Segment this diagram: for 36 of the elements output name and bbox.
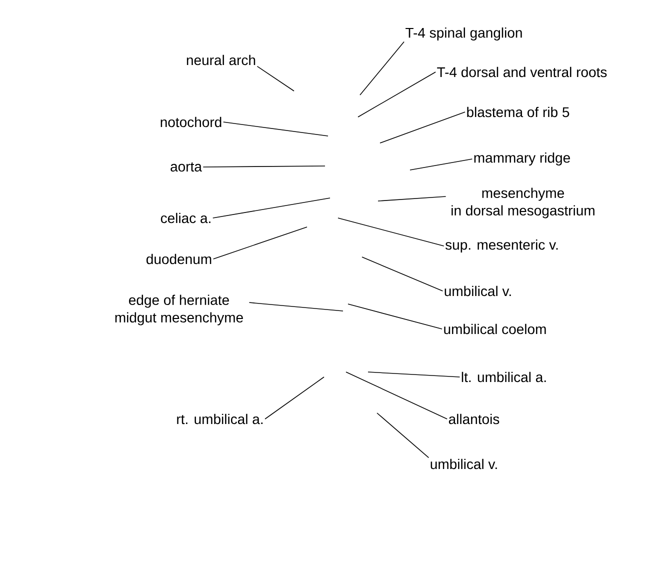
label: sup. mesenteric v. [445,239,558,253]
label: mesenchyme in dorsal mesogastrium [452,188,594,218]
label: rt. umbilical a. [177,414,263,424]
label: blastema of rib 5 [467,106,570,118]
leader-line [338,218,444,246]
leader-line [346,372,448,420]
leader-line [360,41,404,96]
label: mammary ridge [474,152,570,166]
label: umbilical v. [430,458,497,470]
leader-line [256,66,294,92]
leader-line [212,198,330,218]
leader-line [212,226,308,260]
leader-line [202,166,326,168]
leader-line [248,302,344,312]
leader-line [380,112,466,144]
label: umbilical v. [444,286,511,296]
leader-line [362,256,444,292]
label: umbilical coelom [444,324,546,334]
leader-line [368,372,460,378]
leader-line [376,412,430,458]
leader-line [378,196,446,202]
label: neural arch [186,54,256,66]
label: lt. umbilical a. [462,372,546,382]
label: duodenum [146,254,212,264]
label: T-4 spinal ganglion [406,27,522,41]
label: T-4 dorsal and ventral roots [437,66,607,78]
leader-line [410,158,473,170]
leader-line [358,72,436,118]
label: allantois [448,414,500,424]
label: edge of herniate midgut mesenchyme [115,294,243,326]
leader-line [222,122,328,136]
label: celiac a. [160,212,210,224]
label: aorta [170,162,202,172]
leader-line [264,376,324,420]
label: notochord [160,116,222,128]
leader-line [348,304,442,330]
